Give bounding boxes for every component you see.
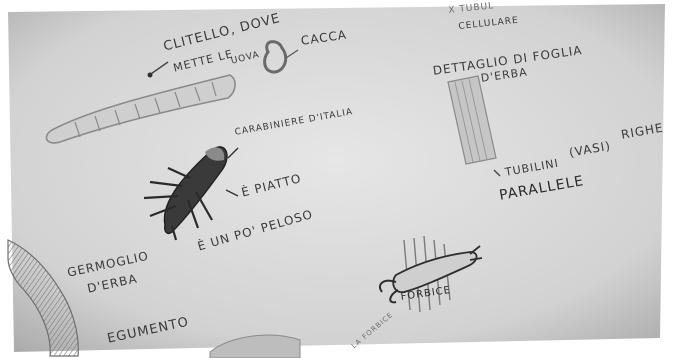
notebook-photo: CLITELLO, DOVE METTE LE UOVA CACCA X TUB…: [0, 0, 673, 358]
